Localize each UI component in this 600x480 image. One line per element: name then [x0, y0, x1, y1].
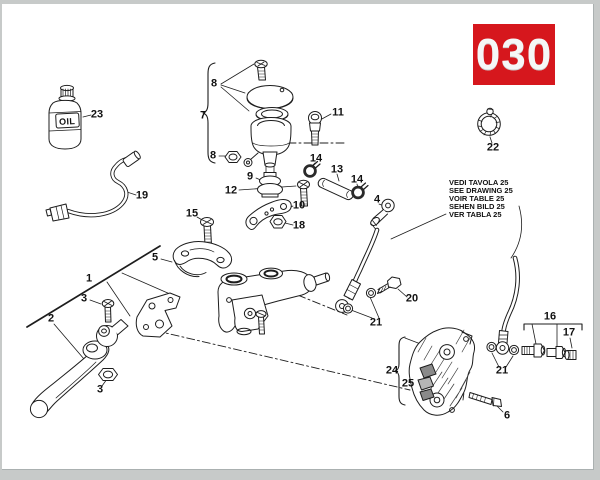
note-line: VER TABLA 25 [449, 210, 502, 219]
hose-clamp-14b-drawing [351, 182, 369, 200]
lever-pivot-nut-drawing [98, 368, 118, 381]
bleed-fittings-drawing [521, 343, 567, 359]
handlebar-clamp-5-drawing [172, 241, 233, 278]
oil-bottle-drawing: OIL [48, 84, 82, 150]
boot-9-drawing [257, 172, 283, 198]
lever-pivot-bolt-drawing [101, 299, 115, 323]
reservoir-assembly-drawing [224, 59, 294, 173]
bolt-12-drawing [297, 179, 310, 207]
hose-13-drawing [317, 177, 354, 201]
bracket-10-drawing [245, 199, 292, 231]
master-cylinder-drawing [217, 267, 331, 336]
note-line: SEE DRAWING 25 [449, 186, 513, 195]
note-line: VOIR TABLE 25 [449, 194, 505, 203]
note-line: VEDI TAVOLA 25 [449, 178, 509, 187]
oil-bottle-label: OIL [59, 116, 76, 127]
elbow-union-4-drawing [370, 198, 395, 230]
cable-drawing [45, 150, 141, 222]
note-line: SEHEN BILD 25 [449, 202, 505, 211]
assembly-indicator-line [26, 245, 171, 328]
bolt-15-drawing [200, 217, 214, 246]
brake-lever-drawing [29, 319, 129, 419]
group-brackets [202, 62, 583, 406]
bleed-cap-17-drawing [564, 350, 577, 360]
banjo-bolt-20-drawing [377, 276, 402, 294]
nut-18-drawing [269, 215, 287, 229]
hose-clamp-14a-drawing [303, 160, 321, 178]
front-hose-drawing [335, 227, 380, 314]
hose-clamp-22-drawing [477, 107, 501, 137]
caliper-hose-drawing [486, 255, 520, 356]
table-number-badge: 030 [473, 24, 555, 85]
caliper-bolt-6-drawing [468, 392, 502, 407]
brake-caliper-drawing [408, 327, 475, 416]
bolt-11-drawing [308, 111, 322, 146]
bracket-plate-drawing [135, 292, 181, 338]
